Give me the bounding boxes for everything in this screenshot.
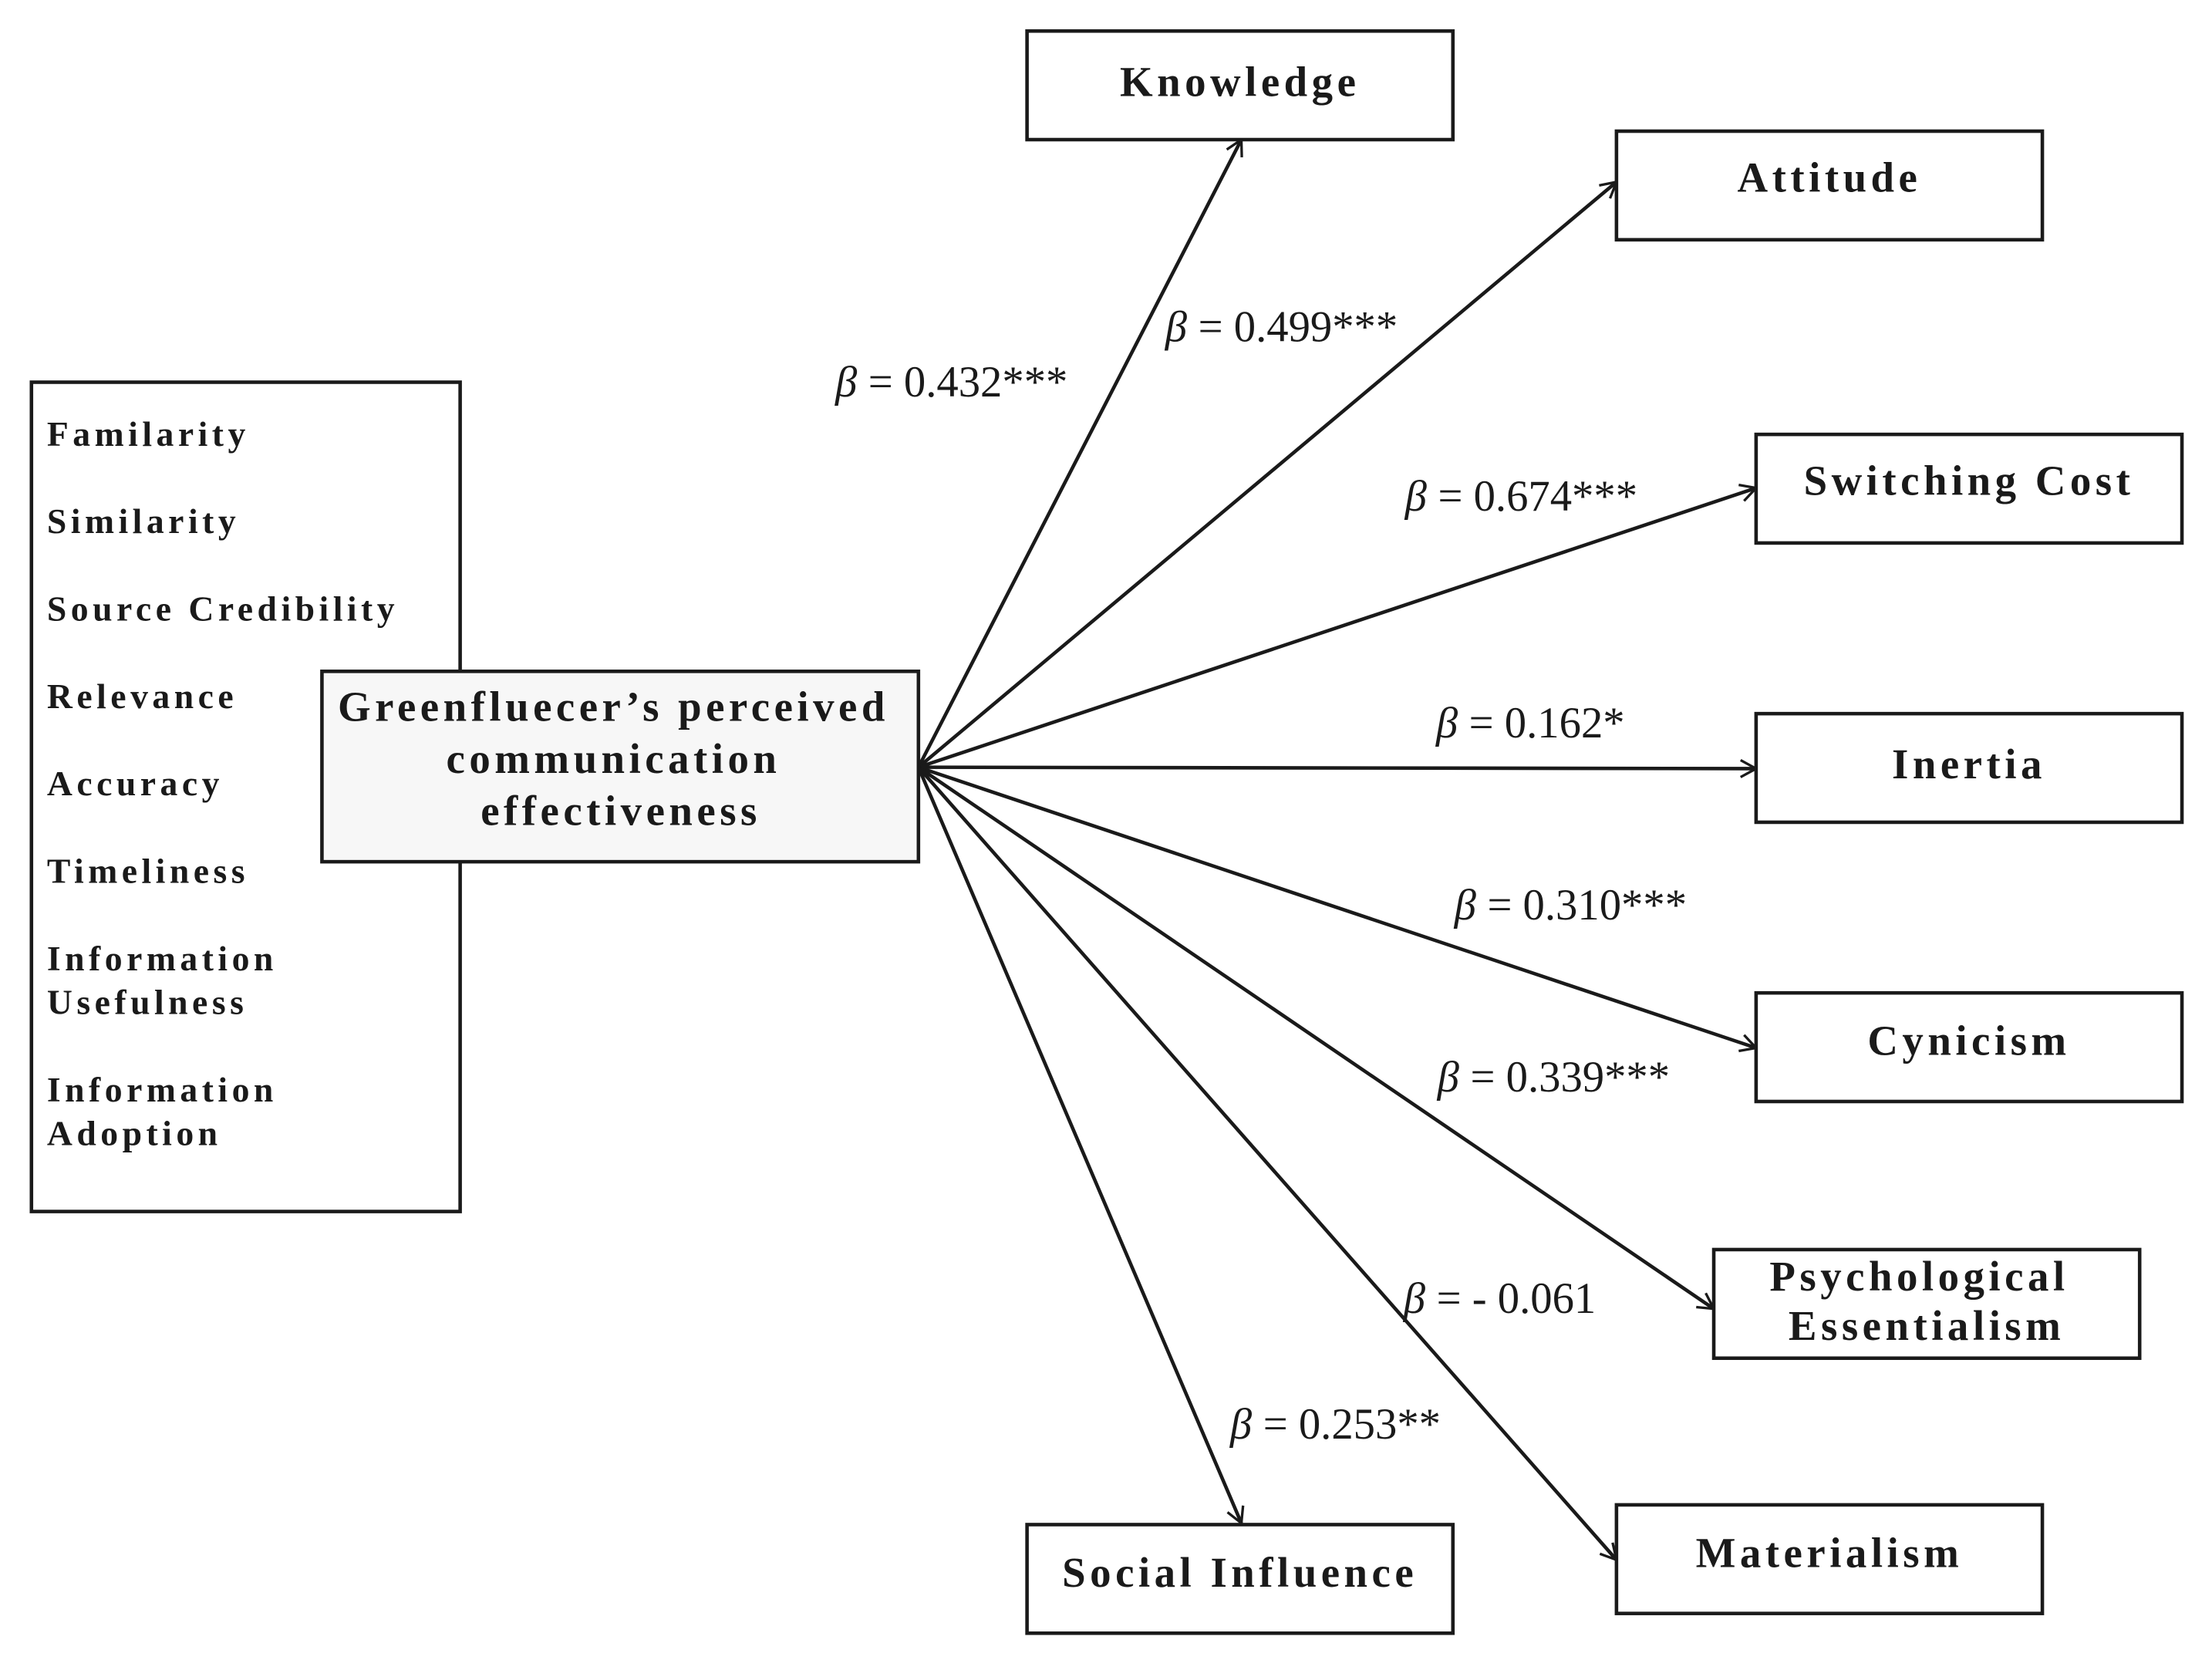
outcome-label: Switching Cost <box>1804 457 2135 504</box>
outcome-box-knowledge: Knowledge <box>1025 29 1455 142</box>
outcome-label: Cynicism <box>1867 1017 2070 1064</box>
beta-label-knowledge: β= 0.432*** <box>835 359 1067 407</box>
outcome-label: Inertia <box>1892 741 2046 788</box>
antecedent-item: Accuracy <box>47 764 224 803</box>
outcome-box-psychological-essentialism: Psychological Essentialism <box>1711 1247 2142 1361</box>
antecedent-item: Source Credibility <box>47 589 399 628</box>
path-arrow-social-influence <box>916 766 1245 1526</box>
beta-label-cynicism: β= 0.310*** <box>1454 882 1687 930</box>
outcome-box-cynicism: Cynicism <box>1754 990 2184 1104</box>
antecedent-item: Timeliness <box>47 852 249 891</box>
outcome-box-attitude: Attitude <box>1614 129 2045 242</box>
path-arrow-materialism <box>917 766 1619 1562</box>
antecedent-item: Familarity <box>47 414 250 454</box>
beta-label-materialism: β= - 0.061 <box>1403 1275 1596 1323</box>
path-arrow-knowledge <box>916 137 1243 768</box>
antecedent-item: Similarity <box>47 501 240 541</box>
outcome-box-inertia: Inertia <box>1754 711 2184 825</box>
paths <box>916 137 1759 1562</box>
antecedent-item: Information Usefulness <box>47 939 291 1022</box>
path-arrow-psychological-essentialism <box>917 765 1716 1311</box>
beta-label-inertia: β= 0.162* <box>1435 700 1625 747</box>
beta-label-social-influence: β= 0.253** <box>1229 1401 1441 1449</box>
beta-label-psychological-essentialism: β= 0.339*** <box>1437 1054 1670 1102</box>
beta-label-switching-cost: β= 0.674*** <box>1404 473 1637 521</box>
outcome-label: Social Influence <box>1062 1549 1418 1596</box>
outcome-label: Attitude <box>1738 154 1922 201</box>
path-arrow-cynicism <box>918 765 1759 1053</box>
beta-label-attitude: β= 0.499*** <box>1165 303 1398 351</box>
outcome-label: Psychological Essentialism <box>1769 1253 2083 1349</box>
antecedent-item: Relevance <box>47 676 238 716</box>
outcome-box-switching-cost: Switching Cost <box>1754 432 2184 545</box>
center-construct-label: Greenfluecer’s perceived communication e… <box>338 683 904 834</box>
outcome-box-social-influence: Social Influence <box>1025 1523 1455 1635</box>
outcome-box-materialism: Materialism <box>1614 1503 2045 1615</box>
center-construct-box: Greenfluecer’s perceived communication e… <box>320 670 921 864</box>
path-arrow-switching-cost <box>918 483 1759 769</box>
center-construct-frame <box>320 670 921 864</box>
outcome-label: Materialism <box>1696 1529 1964 1576</box>
outcome-label: Knowledge <box>1120 58 1360 105</box>
path-arrow-attitude <box>917 180 1619 769</box>
antecedent-item: Information Adoption <box>47 1070 291 1153</box>
path-arrow-inertia <box>918 759 1759 778</box>
